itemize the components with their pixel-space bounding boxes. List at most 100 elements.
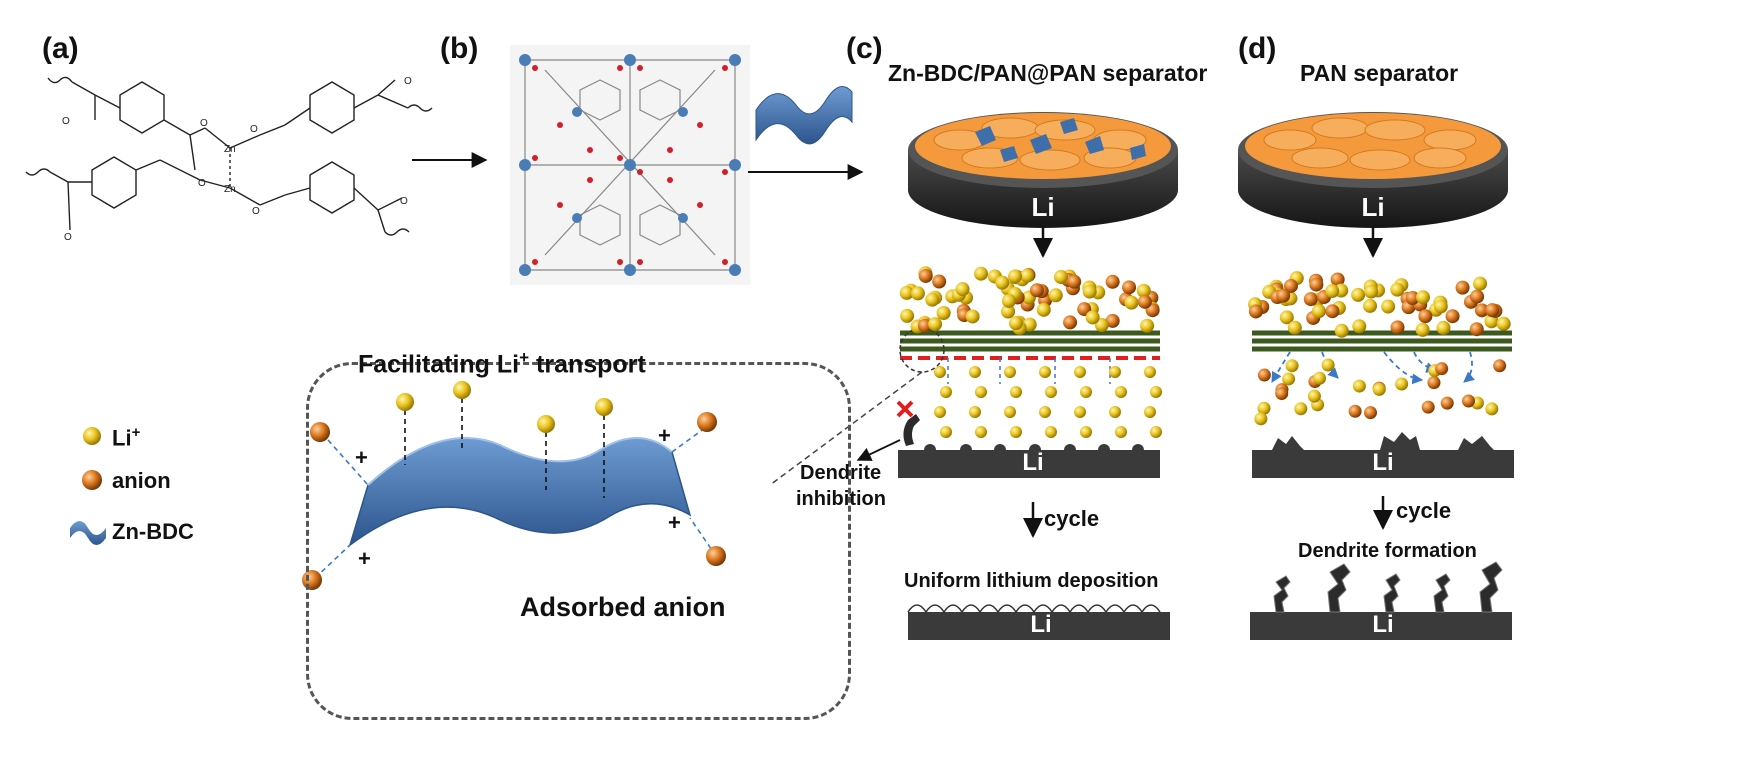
ion-c-above — [925, 292, 940, 307]
legend-li-sup: + — [131, 424, 141, 441]
disk-d — [1238, 112, 1508, 228]
ion-d-above — [1351, 287, 1366, 302]
ion-d-below — [1427, 376, 1441, 390]
ion-d-below — [1257, 401, 1271, 415]
li-plate-d-mid — [1252, 450, 1514, 478]
ion-c-column — [1039, 406, 1051, 418]
ion-c-column — [1144, 406, 1156, 418]
disk-c-li: Li — [1031, 192, 1055, 222]
ion-d-below — [1440, 396, 1454, 410]
ion-d-below — [1254, 412, 1268, 426]
ion-d-above — [1418, 309, 1433, 324]
svg-text:O: O — [404, 76, 412, 87]
ion-c-above — [1122, 280, 1137, 295]
plus-2: + — [658, 423, 671, 448]
legend-anion-icon — [82, 470, 102, 490]
ion-c-column — [940, 386, 952, 398]
ion-d-below — [1421, 400, 1435, 414]
svg-text:O: O — [198, 178, 206, 189]
ion-d-above — [1330, 272, 1345, 287]
plate-c-bot-li: Li — [1030, 611, 1052, 638]
ion-c-column — [934, 366, 946, 378]
ion-c-above — [1105, 274, 1120, 289]
ion-d-below — [1493, 359, 1507, 373]
ion-c-column — [940, 426, 952, 438]
ion-d-above — [1445, 309, 1460, 324]
ion-c-above — [936, 306, 951, 321]
ion-c-above — [932, 274, 947, 289]
ion-c-column — [1010, 386, 1022, 398]
ion-c-column — [1004, 366, 1016, 378]
ion-c-above — [974, 266, 989, 281]
ion-d-above — [1436, 320, 1451, 335]
ion-c-above — [1063, 315, 1078, 330]
ion-c-column — [1144, 366, 1156, 378]
ion-d-above — [1485, 303, 1500, 318]
ion-c-column — [1115, 386, 1127, 398]
ion-d-above — [1363, 298, 1378, 313]
ion-d-below — [1285, 359, 1299, 373]
ion-c-column — [969, 366, 981, 378]
ion-d-below — [1294, 402, 1308, 416]
inset-title-rest: transport — [529, 350, 646, 379]
separator-lines-d — [1252, 330, 1512, 352]
ion-c-above — [918, 268, 933, 283]
ion-d-below — [1485, 402, 1499, 416]
ion-c-above — [965, 309, 980, 324]
ion-c-column — [1080, 426, 1092, 438]
ion-d-above — [1415, 322, 1430, 337]
ion-d-below — [1275, 387, 1289, 401]
svg-text:O: O — [62, 116, 70, 127]
ion-d-above — [1287, 320, 1302, 335]
ion-c-column — [1080, 386, 1092, 398]
ion-c-above — [900, 308, 915, 323]
legend-anion-label: anion — [112, 468, 171, 493]
ion-c-above — [1105, 313, 1120, 328]
ion-c-column — [1010, 426, 1022, 438]
disk-c — [908, 112, 1178, 228]
ion-c-above — [1009, 316, 1024, 331]
ion-c-column — [1109, 406, 1121, 418]
ion-d-above — [1303, 292, 1318, 307]
ion-c-above — [1124, 295, 1139, 310]
ion-d-below — [1395, 377, 1409, 391]
ion-d-above — [1279, 310, 1294, 325]
ion-c-column — [1115, 426, 1127, 438]
legend-li-base: Li — [112, 425, 132, 451]
svg-text:O: O — [400, 196, 408, 207]
uniform-deposition-label: Uniform lithium deposition — [904, 570, 1159, 592]
ion-c-above — [899, 285, 914, 300]
ions-d — [1248, 271, 1511, 426]
cycle-label-d: cycle — [1396, 498, 1452, 523]
ion-c-above — [955, 282, 970, 297]
plate-d-mid-li: Li — [1372, 449, 1394, 476]
ion-d-above — [1415, 290, 1430, 305]
ion-d-below — [1282, 372, 1296, 386]
dendrite-inhibition-label-1: Dendrite — [800, 462, 882, 484]
ion-c-above — [1067, 274, 1082, 289]
ion-c-column — [975, 426, 987, 438]
zn-bottom-label: Zn — [224, 184, 236, 195]
znbdc-sheet-small — [755, 86, 853, 145]
svg-text:O: O — [64, 232, 72, 243]
plus-3: + — [668, 510, 681, 535]
inset-box — [306, 362, 851, 720]
cycle-label-c: cycle — [1044, 506, 1100, 531]
ion-d-below — [1372, 382, 1386, 396]
ion-d-above — [1325, 304, 1340, 319]
ion-d-below — [1352, 379, 1366, 393]
li-plate-d-bot — [1250, 612, 1512, 640]
ion-c-above — [995, 275, 1010, 290]
ion-d-above — [1470, 289, 1485, 304]
zn-bdc-molecule — [25, 76, 433, 236]
mof-framework — [510, 45, 750, 285]
ion-d-above — [1352, 319, 1367, 334]
plate-c-mid-li: Li — [1022, 449, 1044, 476]
ion-c-above — [1136, 283, 1151, 298]
li-plate-c-mid — [898, 450, 1160, 478]
ion-c-above — [1029, 283, 1044, 298]
ion-d-below — [1364, 406, 1378, 420]
ion-c-above — [1085, 310, 1100, 325]
legend-znbdc-label: Zn-BDC — [112, 519, 194, 544]
ion-d-above — [1433, 299, 1448, 314]
